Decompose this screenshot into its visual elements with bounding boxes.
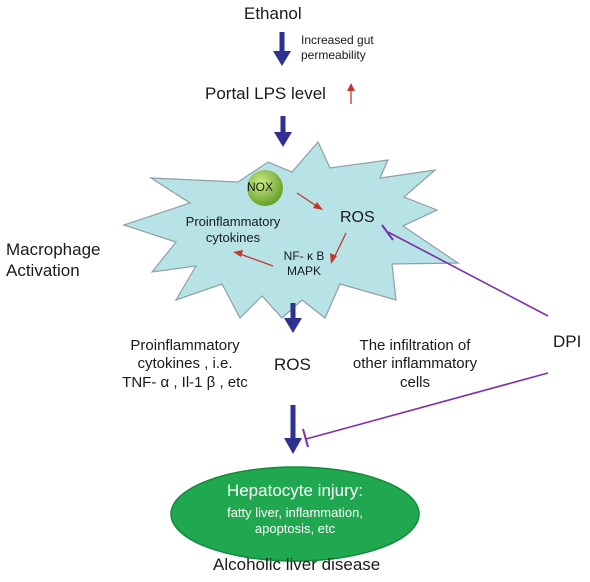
arrow-products-to-injury-icon [284,405,302,454]
inhibition-bar-injury-icon [302,428,309,448]
arrow-nfkb-to-cytokines-icon [233,250,274,267]
label-alcoholic-liver-disease: Alcoholic liver disease [213,555,381,574]
arrow-lps-to-macrophage-icon [274,116,292,147]
label-gut-permeability: Increased gut permeability [301,33,374,62]
inhibition-bar-ros-icon [381,224,394,241]
label-infiltration: The infiltration of other inflammatory c… [352,337,478,391]
label-portal-lps: Portal LPS level [205,84,326,103]
label-ethanol: Ethanol [244,4,302,23]
arrow-ros-to-nfkb-icon [330,232,347,264]
inhibition-line-ros [387,231,549,317]
label-nox: NOX [247,180,274,194]
arrow-ethanol-to-lps-icon [273,32,291,66]
inhibition-line-injury [305,372,549,440]
internal-arrows [233,83,355,267]
arrow-nox-to-ros-icon [296,192,323,210]
label-cytokines-inner: Proinflammatory cytokines [185,214,281,245]
nox-circle [247,170,283,206]
label-ros-out: ROS [274,355,311,374]
label-dpi: DPI [553,332,582,351]
label-hepatocyte-detail: fatty liver, inflammation, apoptosis, et… [227,505,363,537]
flow-arrows [273,32,302,454]
label-macrophage-activation: Macrophage Activation [6,240,101,281]
label-hepatocyte-title: Hepatocyte injury: [226,481,364,500]
red-up-arrow-icon [347,83,355,104]
macrophage-cell-shape [122,140,460,319]
hepatocyte-ellipse [170,466,420,562]
dpi-inhibitions [302,224,549,448]
label-cytokines-out: Proinflammatory cytokines , i.e. TNF- α … [122,337,248,391]
label-ros-inner: ROS [340,209,375,226]
arrow-macrophage-to-products-icon [284,303,302,333]
label-nfkb-mapk: NF- κ B MAPK [283,249,325,278]
